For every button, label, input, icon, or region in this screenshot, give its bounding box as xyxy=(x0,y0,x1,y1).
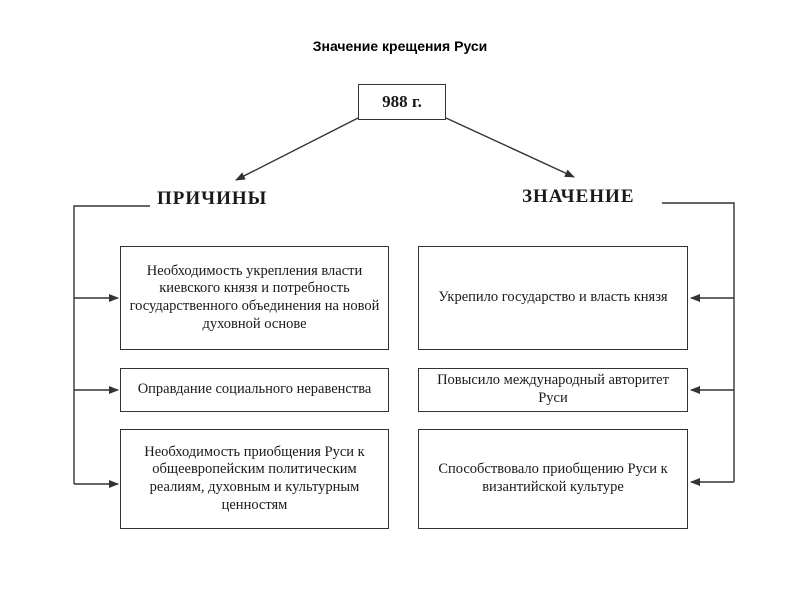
meaning-text: Способствовало приобщению Руси к византи… xyxy=(438,461,668,495)
meaning-box: Укрепило государство и власть князя xyxy=(418,246,688,350)
arrow-root-to-reasons xyxy=(235,117,359,181)
reason-box: Оправдание социального неравенства xyxy=(120,368,389,412)
diagram-title: Значение крещения Руси xyxy=(312,38,488,54)
arrow-root-to-meaning xyxy=(445,117,575,178)
left-bracket xyxy=(73,205,150,484)
reason-text: Необходимость приобщения Руси к общеевро… xyxy=(144,443,365,513)
meaning-box: Повысило международный авторитет Руси xyxy=(418,368,688,412)
year-box: 988 г. xyxy=(358,84,446,120)
meaning-text: Повысило международный авторитет Руси xyxy=(437,372,669,406)
meaning-box: Способствовало приобщению Руси к византи… xyxy=(418,429,688,529)
meaning-text: Укрепило государство и власть князя xyxy=(438,289,668,306)
right-bracket xyxy=(662,202,735,482)
reasons-heading: ПРИЧИНЫ xyxy=(157,188,268,209)
reason-text: Необходимость укрепления власти киевског… xyxy=(129,262,380,332)
meaning-heading: ЗНАЧЕНИЕ xyxy=(522,186,635,207)
reason-text: Оправдание социального неравенства xyxy=(137,381,372,398)
reason-box: Необходимость укрепления власти киевског… xyxy=(120,246,389,350)
reason-box: Необходимость приобщения Руси к общеевро… xyxy=(120,429,389,529)
